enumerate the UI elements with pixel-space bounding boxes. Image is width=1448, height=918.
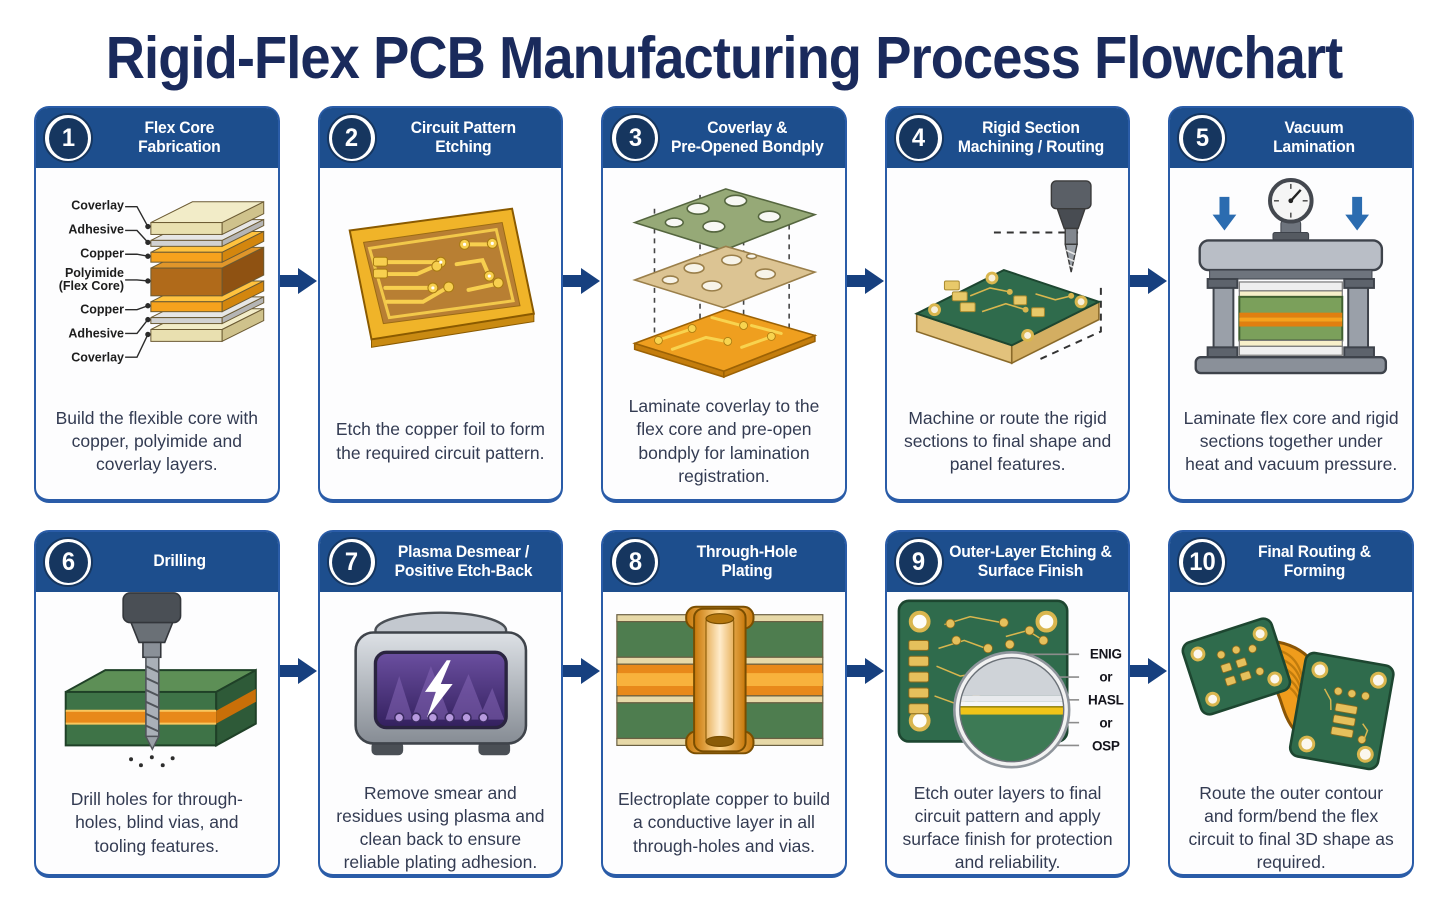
layer-label-adhesive-bottom: Adhesive [68,326,124,341]
step-card-8: 8 Through-Hole Plating [601,530,847,878]
router-bit-over-rigid-board-illustration [887,168,1129,390]
step-description: Laminate flex core and rigid sections to… [1183,407,1399,475]
step-description: Route the outer contour and form/bend th… [1188,783,1394,873]
step-number-badge: 3 [610,113,661,163]
step-number-badge: 4 [893,113,944,163]
step-header: 2 Circuit Pattern Etching [319,108,562,168]
step-card-1: 1 Flex Core Fabrication [34,106,280,503]
step-header: 4 Rigid Section Machining / Routing [886,108,1129,168]
layer-label-copper-top: Copper [80,246,124,261]
plasma-chamber-illustration [320,592,562,778]
step-number-badge: 10 [1177,537,1228,587]
flow-row-1: 1 Flex Core Fabrication [34,106,1414,503]
exploded-stack-icon [632,188,818,379]
step-header: 8 Through-Hole Plating [603,532,845,592]
step-header: 6 Drilling [36,532,278,592]
layer-label-adhesive-top: Adhesive [68,222,124,237]
step-header: 10 Final Routing & Forming [1170,532,1412,592]
step-description: Electroplate copper to build a conductiv… [617,789,831,856]
step-title: Coverlay & Pre-Opened Bondply [670,118,824,156]
surface-finish-icon [897,599,1079,769]
finish-label-enig: ENIG [1089,646,1122,662]
step-title: Vacuum Lamination [1273,118,1356,156]
layer-label-coverlay-bottom: Coverlay [71,350,124,365]
etched-copper-pcb-illustration [320,168,562,390]
step-number-badge: 8 [610,537,661,587]
step-number-badge: 1 [43,113,93,163]
flow-row-2: 6 Drilling [34,530,1414,878]
flow-arrow-icon [563,266,601,296]
step-description: Drill holes for through-holes, blind via… [70,789,243,856]
flow-arrow-icon [279,266,318,296]
step-title: Circuit Pattern Etching [410,118,516,156]
through-hole-icon [616,605,824,755]
step-description: Etch the copper foil to form the require… [335,419,545,463]
step-card-5: 5 Vacuum Lamination [1168,106,1414,503]
step-card-7: 7 Plasma Desmear / Positive Etch-Back [317,530,564,878]
step-header: 9 Outer-Layer Etching & Surface Finish [886,532,1129,592]
surface-finish-magnifier-illustration: ENIG or HASL or OSP [887,592,1129,778]
plated-through-hole-illustration [603,592,845,778]
step-number-badge: 2 [326,113,377,163]
step-title: Plasma Desmear / Positive Etch-Back [394,542,533,580]
finish-label-osp: OSP [1091,738,1120,754]
flow-arrow-icon [563,656,601,686]
exploded-coverlay-bondply-illustration [603,168,845,390]
drill-through-board-illustration [36,592,278,778]
flow-arrow-icon [279,656,318,686]
step-card-2: 2 Circuit Pattern Etching [317,106,564,503]
step-description: Etch outer layers to final circuit patte… [902,783,1113,873]
step-description: Machine or route the rigid sections to f… [903,407,1112,475]
step-header: 7 Plasma Desmear / Positive Etch-Back [319,532,562,592]
step-number-badge: 5 [1177,113,1228,163]
step-description: Remove smear and residues using plasma a… [336,783,545,873]
etched-pcb-icon [348,207,535,348]
layer-label-polyimide: Polyimide (Flex Core) [58,265,124,293]
step-number-badge: 9 [893,537,944,587]
vacuum-press-icon [1194,178,1388,375]
step-title: Final Routing & Forming [1257,542,1371,580]
flow-arrow-icon [846,266,885,296]
step-description: Laminate coverlay to the flex core and p… [628,396,820,486]
flow-arrow-icon [1130,266,1168,296]
finish-label-hasl: HASL [1088,692,1124,708]
step-title: Outer-Layer Etching & Surface Finish [949,542,1112,580]
step-header: 3 Coverlay & Pre-Opened Bondply [603,108,845,168]
step-description: Build the flexible core with copper, pol… [55,407,258,475]
step-card-9: 9 Outer-Layer Etching & Surface Finish [884,530,1131,878]
step-card-4: 4 Rigid Section Machining / Routing [884,106,1131,503]
step-card-3: 3 Coverlay & Pre-Opened Bondply [601,106,847,503]
step-number-badge: 7 [326,537,377,587]
step-title: Through-Hole Plating [696,542,798,580]
layer-label-coverlay-top: Coverlay [71,198,124,213]
rigid-flex-assembly-icon [1181,617,1396,771]
step-card-6: 6 Drilling [34,530,280,878]
step-header: 5 Vacuum Lamination [1170,108,1412,168]
formed-rigid-flex-illustration [1170,592,1412,778]
drill-icon [64,592,257,768]
step-title: Flex Core Fabrication [138,118,222,156]
layer-label-copper-bottom: Copper [80,302,124,317]
finish-label-or-2: or [1099,715,1113,731]
heated-vacuum-press-illustration [1170,168,1412,390]
layer-stack-icon [125,200,265,358]
finish-label-or-1: or [1099,669,1113,685]
step-title: Drilling [153,552,207,571]
step-number-badge: 6 [43,537,93,587]
step-header: 1 Flex Core Fabrication [36,108,278,168]
flow-arrow-icon [846,656,885,686]
flow-arrow-icon [1130,656,1168,686]
step-card-10: 10 Final Routing & Forming [1168,530,1414,878]
step-title: Rigid Section Machining / Routing [957,118,1104,156]
flex-core-layer-stack-illustration: Coverlay Adhesive Copper Polyimide (Flex… [36,168,278,390]
router-bit-icon [913,180,1102,365]
page-title: Rigid-Flex PCB Manufacturing Process Flo… [105,25,1343,91]
plasma-machine-icon [353,611,527,756]
